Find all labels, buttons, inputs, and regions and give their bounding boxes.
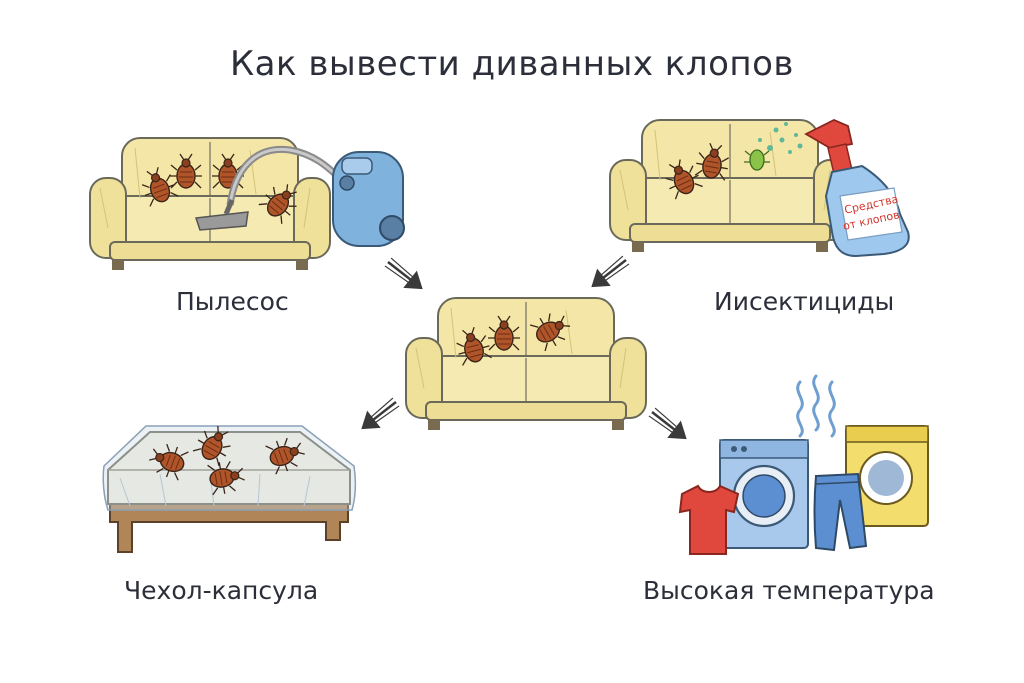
arrow-icon	[379, 252, 431, 300]
arrow-icon	[583, 250, 635, 298]
t-shirt-icon	[678, 484, 740, 555]
label-cover: Чехол-капсула	[124, 576, 319, 605]
arrow-icon	[353, 392, 405, 440]
label-vacuum: Пылесос	[176, 287, 289, 316]
arrow-icon	[643, 402, 695, 450]
dryer-icon	[845, 425, 929, 527]
spray-bottle-icon: Средства от клопов	[804, 119, 910, 258]
insecticide-scene: Средства от клопов	[609, 119, 910, 258]
heat-scene	[678, 374, 929, 555]
steam-icon	[796, 374, 836, 438]
washing-machine-icon	[719, 439, 809, 549]
sofa-icon	[609, 119, 851, 253]
bedbug-icon	[744, 149, 770, 171]
label-heat: Высокая температура	[643, 576, 935, 605]
vacuum-scene	[89, 137, 405, 271]
vacuum-cleaner-icon	[194, 145, 405, 247]
mattress-cover-icon	[102, 425, 357, 553]
label-insecticide: Иисектициды	[714, 287, 895, 316]
page-title: Как вывести диванных клопов	[230, 44, 794, 84]
sofa-icon	[89, 137, 331, 271]
spray-mist	[758, 122, 803, 154]
jeans-icon	[813, 472, 868, 552]
center-scene	[405, 297, 647, 431]
sofa-icon	[405, 297, 647, 431]
